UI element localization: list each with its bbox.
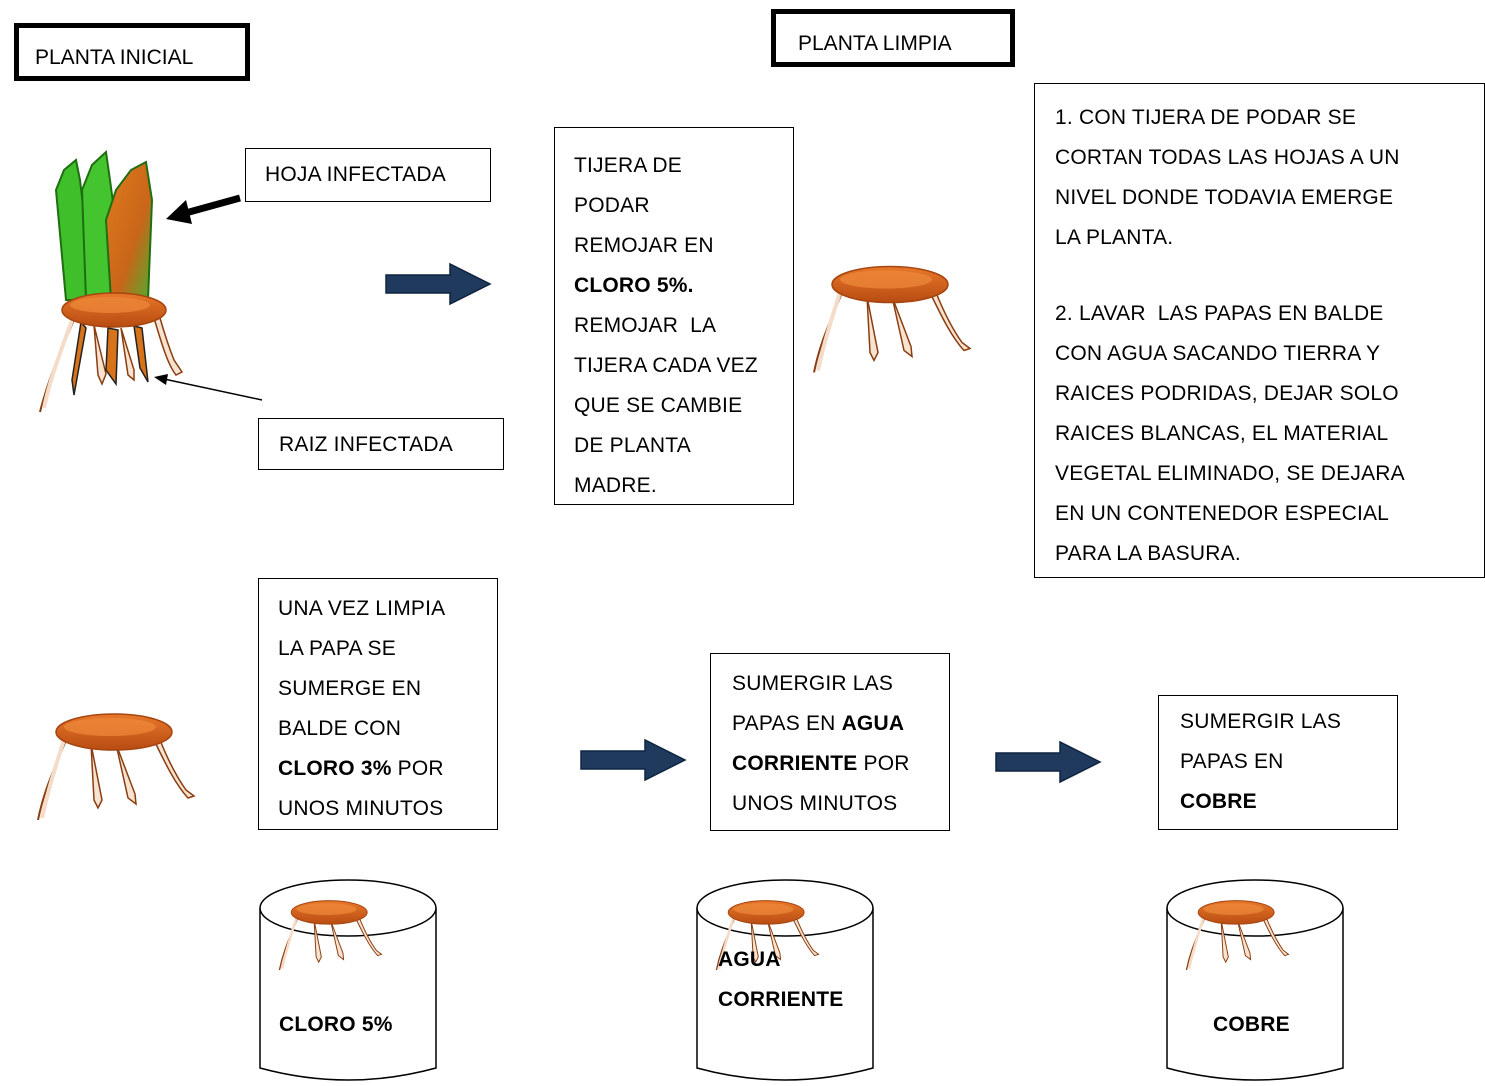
- clean-tuber-top: [812, 255, 972, 380]
- step1-line-2: CORTAN TODAS LAS HOJAS A UN: [1055, 146, 1400, 169]
- scissors-line-9: MADRE.: [574, 474, 657, 497]
- hoja-infectada-label: HOJA INFECTADA: [265, 163, 446, 186]
- copper-line-3: COBRE: [1180, 790, 1257, 813]
- step2: 2. LAVAR LAS PAPAS EN BALDE CON AGUA SAC…: [1055, 294, 1484, 574]
- step1: 1. CON TIJERA DE PODAR SE CORTAN TODAS L…: [1055, 98, 1484, 258]
- root-pointer-arrow: [154, 374, 263, 401]
- step1-line-4: LA PLANTA.: [1055, 226, 1174, 249]
- scissors-line-5: REMOJAR LA: [574, 314, 717, 337]
- step2-line-7: PARA LA BASURA.: [1055, 542, 1241, 565]
- water-instructions-box: SUMERGIR LAS PAPAS EN AGUA CORRIENTE POR…: [710, 653, 950, 831]
- water-line-2: PAPAS EN AGUA: [732, 712, 905, 735]
- leaf-pointer-arrow: [166, 194, 241, 224]
- step2-line-3: RAICES PODRIDAS, DEJAR SOLO: [1055, 382, 1399, 405]
- scissors-line-3: REMOJAR EN: [574, 234, 714, 257]
- step1-line-1: 1. CON TIJERA DE PODAR SE: [1055, 106, 1357, 129]
- scissors-line-6: TIJERA CADA VEZ: [574, 354, 758, 377]
- raiz-infectada-box: RAIZ INFECTADA: [258, 418, 504, 470]
- bucket-copper-label: COBRE: [1213, 1013, 1290, 1036]
- infected-plant-illustration: [39, 149, 184, 413]
- planta-limpia-title: PLANTA LIMPIA: [798, 32, 952, 55]
- scissors-line-2: PODAR: [574, 194, 650, 217]
- planta-inicial-title-box: PLANTA INICIAL: [14, 23, 250, 81]
- step2-line-2: CON AGUA SACANDO TIERRA Y: [1055, 342, 1381, 365]
- flow-arrow-3: [995, 740, 1102, 784]
- step1-line-3: NIVEL DONDE TODAVIA EMERGE: [1055, 186, 1394, 209]
- chlorine-line-2: LA PAPA SE: [278, 637, 396, 660]
- step2-line-1: 2. LAVAR LAS PAPAS EN BALDE: [1055, 302, 1384, 325]
- planta-inicial-title: PLANTA INICIAL: [35, 46, 194, 69]
- copper-instructions-box: SUMERGIR LAS PAPAS EN COBRE: [1158, 695, 1398, 830]
- step2-line-6: EN UN CONTENEDOR ESPECIAL: [1055, 502, 1390, 525]
- scissors-line-4: CLORO 5%.: [574, 274, 694, 297]
- planta-limpia-title-box: PLANTA LIMPIA: [771, 9, 1015, 67]
- bucket-chlorine-label: CLORO 5%: [279, 1013, 393, 1036]
- scissors-instructions-box: TIJERA DE PODAR REMOJAR EN CLORO 5%. REM…: [554, 127, 794, 505]
- chlorine-instructions-box: UNA VEZ LIMPIA LA PAPA SE SUMERGE EN BAL…: [258, 578, 498, 830]
- scissors-line-7: QUE SE CAMBIE: [574, 394, 743, 417]
- flow-arrow-1: [385, 262, 492, 306]
- copper-line-1: SUMERGIR LAS: [1180, 710, 1342, 733]
- chlorine-line-4: BALDE CON: [278, 717, 402, 740]
- bucket-chlorine-tuber: [278, 898, 383, 970]
- water-line-3: CORRIENTE POR: [732, 752, 910, 775]
- copper-line-2: PAPAS EN: [1180, 750, 1284, 773]
- bucket-copper-tuber: [1185, 898, 1290, 970]
- scissors-line-1: TIJERA DE: [574, 154, 682, 177]
- raiz-infectada-label: RAIZ INFECTADA: [279, 433, 453, 456]
- chlorine-line-3: SUMERGE EN: [278, 677, 422, 700]
- scissors-line-8: DE PLANTA: [574, 434, 691, 457]
- cleaning-instructions-box: 1. CON TIJERA DE PODAR SE CORTAN TODAS L…: [1034, 83, 1485, 578]
- chlorine-line-1: UNA VEZ LIMPIA: [278, 597, 446, 620]
- step2-line-5: VEGETAL ELIMINADO, SE DEJARA: [1055, 462, 1405, 485]
- chlorine-line-5: CLORO 3% POR: [278, 757, 444, 780]
- bucket-chlorine: [259, 879, 437, 1081]
- water-line-1: SUMERGIR LAS: [732, 672, 894, 695]
- chlorine-line-6: UNOS MINUTOS: [278, 797, 444, 820]
- bucket-water-label: AGUA CORRIENTE: [718, 948, 844, 1011]
- flow-arrow-2: [580, 738, 687, 782]
- hoja-infectada-box: HOJA INFECTADA: [245, 148, 491, 202]
- step2-line-4: RAICES BLANCAS, EL MATERIAL: [1055, 422, 1389, 445]
- water-line-4: UNOS MINUTOS: [732, 792, 898, 815]
- clean-tuber-left: [36, 700, 196, 830]
